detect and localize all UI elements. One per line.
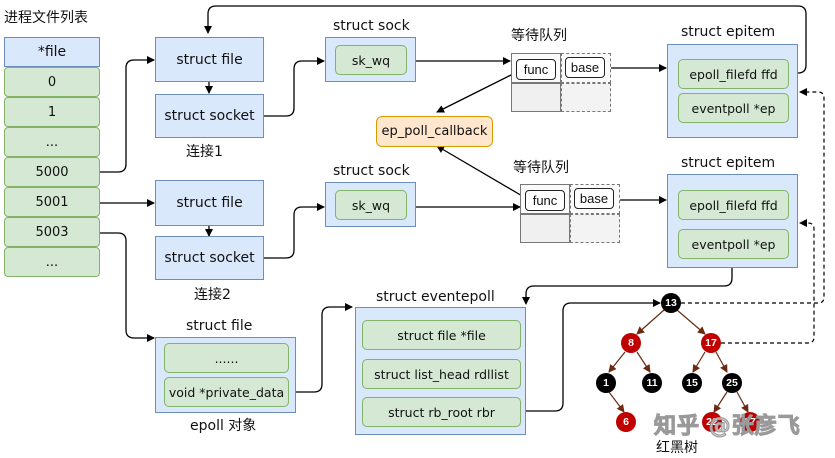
tree-edge-1-6 [608, 391, 625, 413]
edge-privatedata-eventpoll [290, 303, 353, 393]
tree-edge-8-1 [608, 351, 626, 373]
conn2-struct-file[interactable]: struct file [155, 180, 264, 226]
tree-edge-17-15 [692, 351, 706, 373]
edge-func2-callback [436, 145, 525, 198]
rbtree-node-8[interactable]: 8 [621, 333, 641, 353]
tree-edge-25-22 [713, 391, 728, 413]
fd-row-5000[interactable]: 5000 [4, 157, 100, 187]
edge-node17-epitem2 [721, 219, 815, 344]
rbtree-node-25[interactable]: 25 [722, 373, 742, 393]
rbtree-node-6[interactable]: 6 [616, 412, 636, 432]
rbtree-node-27[interactable]: 27 [740, 412, 760, 432]
edge-epitem2-eventpoll [522, 260, 733, 305]
conn2-epitem-title: struct epitem [681, 155, 776, 171]
conn1-func-pill[interactable]: func [516, 59, 556, 80]
conn2-func-pill[interactable]: func [525, 190, 565, 211]
conn2-caption: 连接2 [194, 287, 231, 303]
fd-row-1[interactable]: 1 [4, 97, 100, 127]
conn2-base-pill[interactable]: base [574, 188, 614, 209]
eventpoll-file-field[interactable]: struct file *file [362, 320, 521, 350]
eventpoll-title: struct eventepoll [376, 289, 495, 305]
fd-row-ellipsis-1[interactable]: ... [4, 127, 100, 157]
conn1-sk-wq-field[interactable]: sk_wq [335, 45, 407, 75]
epoll-file-ellipsis-field[interactable]: ...... [164, 343, 289, 373]
conn1-struct-socket[interactable]: struct socket [155, 94, 264, 138]
fd-table-header: *file [4, 37, 100, 67]
edge-func1-callback [436, 71, 518, 113]
epoll-file-title: struct file [186, 318, 253, 334]
conn2-sk-wq-field[interactable]: sk_wq [335, 190, 407, 220]
fd-row-ellipsis-2[interactable]: ... [4, 247, 100, 277]
conn2-epitem-ffd[interactable]: epoll_filefd ffd [678, 190, 789, 220]
tree-edge-13-8 [636, 309, 665, 335]
rbtree-node-17[interactable]: 17 [701, 333, 721, 353]
epoll-struct-file[interactable]: ...... void *private_data [155, 337, 296, 413]
edge-fd5003-epollfile [100, 232, 155, 342]
tree-edge-8-11 [636, 351, 651, 373]
fd-row-0[interactable]: 0 [4, 67, 100, 97]
edge-rbr-rbtree [521, 299, 661, 412]
edge-socket2-sock2 [264, 203, 325, 259]
ep-poll-callback[interactable]: ep_poll_callback [376, 116, 493, 147]
rbtree-node-13[interactable]: 13 [661, 293, 681, 313]
rbtree-caption: 红黑树 [656, 440, 698, 456]
conn2-struct-epitem[interactable]: epoll_filefd ffd eventpoll *ep [667, 174, 798, 268]
fd-row-5001[interactable]: 5001 [4, 187, 100, 217]
conn2-struct-sock[interactable]: sk_wq [325, 182, 416, 227]
conn1-waitqueue-title: 等待队列 [511, 28, 567, 44]
edge-node13-epitem1 [681, 88, 825, 304]
conn1-caption: 连接1 [186, 144, 223, 160]
conn1-struct-sock[interactable]: sk_wq [325, 37, 416, 82]
tree-edge-25-27 [736, 391, 749, 413]
fd-row-5003[interactable]: 5003 [4, 217, 100, 247]
conn2-struct-socket[interactable]: struct socket [155, 236, 264, 280]
conn1-epitem-title: struct epitem [681, 24, 776, 40]
conn1-epitem-ffd[interactable]: epoll_filefd ffd [678, 59, 789, 89]
edge-epitem1-file1 [204, 5, 807, 74]
rbtree-node-1[interactable]: 1 [596, 373, 616, 393]
conn1-struct-file[interactable]: struct file [155, 37, 264, 82]
conn2-epitem-ep[interactable]: eventpoll *ep [678, 229, 789, 259]
tree-edge-13-17 [676, 309, 706, 335]
eventpoll-rbr-field[interactable]: struct rb_root rbr [362, 397, 521, 427]
epoll-file-caption: epoll 对象 [190, 418, 257, 434]
epoll-file-private-data-field[interactable]: void *private_data [164, 377, 289, 407]
conn1-epitem-ep[interactable]: eventpoll *ep [678, 93, 789, 123]
rbtree-node-11[interactable]: 11 [642, 373, 662, 393]
rbtree-node-22[interactable]: 22 [702, 412, 722, 432]
edge-fd5000-file1 [100, 56, 155, 173]
eventpoll-rdllist-field[interactable]: struct list_head rdllist [362, 359, 521, 389]
conn2-sock-title: struct sock [333, 163, 410, 179]
edge-socket1-sock1 [264, 57, 325, 117]
conn2-waitqueue-title: 等待队列 [513, 160, 569, 176]
tree-edge-17-25 [715, 351, 728, 373]
conn1-sock-title: struct sock [333, 18, 410, 34]
watermark: 知乎 @张彦飞 [654, 414, 801, 440]
conn1-base-pill[interactable]: base [565, 57, 605, 78]
struct-eventpoll[interactable]: struct file *file struct list_head rdlli… [355, 307, 526, 435]
fd-table-title: 进程文件列表 [4, 10, 88, 26]
conn1-struct-epitem[interactable]: epoll_filefd ffd eventpoll *ep [667, 44, 798, 138]
rbtree-node-15[interactable]: 15 [682, 373, 702, 393]
